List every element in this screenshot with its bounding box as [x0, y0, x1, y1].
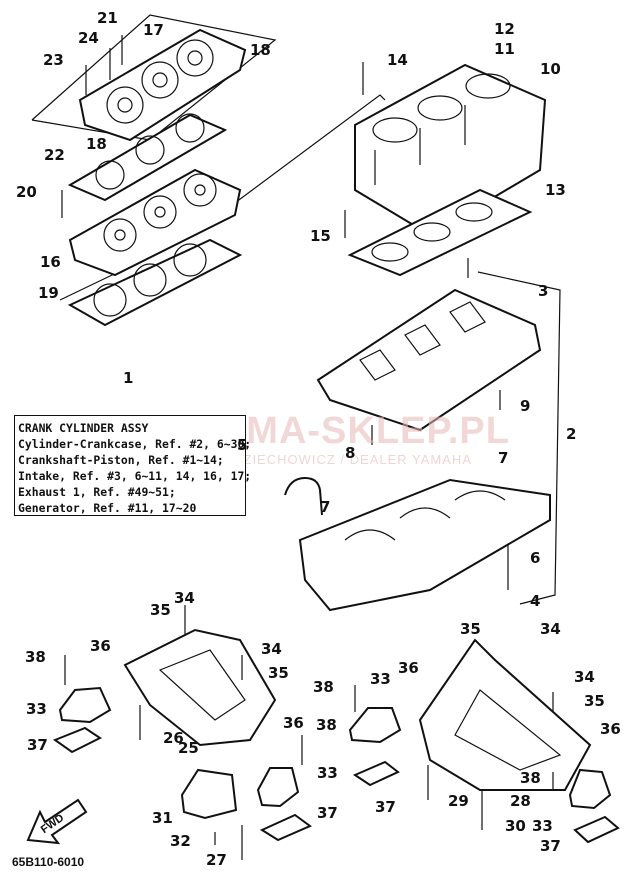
callout-label: 26	[163, 729, 184, 747]
upper-crankcase	[316, 288, 542, 432]
callout-label: 35	[150, 601, 171, 619]
callout-label: 12	[494, 20, 515, 38]
callout-label: 33	[532, 817, 553, 835]
lower-crankcase	[298, 478, 551, 612]
callout-label: 7	[320, 498, 331, 516]
callout-label: 34	[261, 640, 282, 658]
fwd-arrow	[26, 798, 88, 845]
info-box-line: Exhaust 1, Ref. #49~51;	[18, 485, 176, 499]
front-engine-mount-right	[418, 638, 592, 791]
info-box-title: CRANK CYLINDER ASSY	[18, 421, 149, 435]
info-box-line: Intake, Ref. #3, 6~11, 14, 16, 17;	[18, 469, 252, 483]
callout-label: 13	[545, 181, 566, 199]
callout-label: 31	[152, 809, 173, 827]
callout-label: 10	[540, 60, 561, 78]
callout-label: 20	[16, 183, 37, 201]
callout-label: 18	[250, 41, 271, 59]
assembly-info-box: CRANK CYLINDER ASSY Cylinder-Crankcase, …	[14, 415, 252, 516]
head-gasket	[67, 113, 228, 202]
callout-label: 35	[584, 692, 605, 710]
callout-label: 38	[316, 716, 337, 734]
diagram-code: 65B110-6010	[12, 855, 85, 869]
info-box-line: Generator, Ref. #11, 17~20	[18, 501, 197, 515]
callout-label: 38	[25, 648, 46, 666]
callout-label: 38	[520, 769, 541, 787]
callout-label: 37	[27, 736, 48, 754]
callout-label: 24	[78, 29, 99, 47]
callout-label: 19	[38, 284, 59, 302]
watermark-subtext: ODZIECHOWICZ / DEALER YAMAHA	[222, 452, 472, 467]
head-cover	[78, 28, 247, 142]
callout-label: 22	[44, 146, 65, 164]
callout-label: 35	[460, 620, 481, 638]
rubber-mounts	[58, 686, 612, 820]
case-bracket-lines	[477, 271, 561, 605]
callout-label: 32	[170, 832, 191, 850]
callout-label: 29	[448, 792, 469, 810]
callout-label: 33	[370, 670, 391, 688]
callout-label: 15	[310, 227, 331, 245]
callout-label: 36	[398, 659, 419, 677]
callout-label: 21	[97, 9, 118, 27]
cylinder-gasket	[67, 238, 243, 327]
callout-label: 4	[530, 592, 541, 610]
callout-label: 11	[494, 40, 515, 58]
spacer-plates	[52, 726, 620, 844]
callout-label: 9	[520, 397, 531, 415]
cylinder-block	[354, 63, 547, 237]
callout-label: 28	[510, 792, 531, 810]
callout-label: 7	[498, 449, 509, 467]
callout-label: 1	[123, 369, 134, 387]
callout-label: 35	[268, 664, 289, 682]
callout-label: 25	[178, 739, 199, 757]
callout-label: 37	[375, 798, 396, 816]
callout-label: 34	[540, 620, 561, 638]
callout-label: 23	[43, 51, 64, 69]
callout-label: 30	[505, 817, 526, 835]
callout-label: 8	[345, 444, 356, 462]
fasteners-and-leaders	[61, 35, 554, 860]
callout-label: 33	[26, 700, 47, 718]
watermark-text: YAMA-SKLEP.PL	[195, 410, 510, 452]
callout-label: 17	[143, 21, 164, 39]
callout-label: 37	[540, 837, 561, 855]
callout-label: 5	[237, 436, 248, 454]
callout-label: 18	[86, 135, 107, 153]
callout-label: 37	[317, 804, 338, 822]
callout-label: 36	[90, 637, 111, 655]
front-engine-mount-left	[123, 628, 277, 747]
oil-hose	[284, 476, 323, 516]
callout-label: 2	[566, 425, 577, 443]
callout-label: 33	[317, 764, 338, 782]
info-box-line: Crankshaft-Piston, Ref. #1~14;	[18, 453, 224, 467]
callout-label: 34	[574, 668, 595, 686]
callout-label: 38	[313, 678, 334, 696]
info-box-line: Cylinder-Crankcase, Ref. #2, 6~30;	[18, 437, 252, 451]
callout-label: 14	[387, 51, 408, 69]
callout-label: 3	[538, 282, 549, 300]
callout-label: 6	[530, 549, 541, 567]
callout-label: 27	[206, 851, 227, 869]
base-gasket	[347, 188, 533, 277]
callout-label: 36	[283, 714, 304, 732]
cylinder-head	[68, 168, 242, 277]
callout-label: 36	[600, 720, 621, 738]
callout-label: 34	[174, 589, 195, 607]
callout-label: 16	[40, 253, 61, 271]
